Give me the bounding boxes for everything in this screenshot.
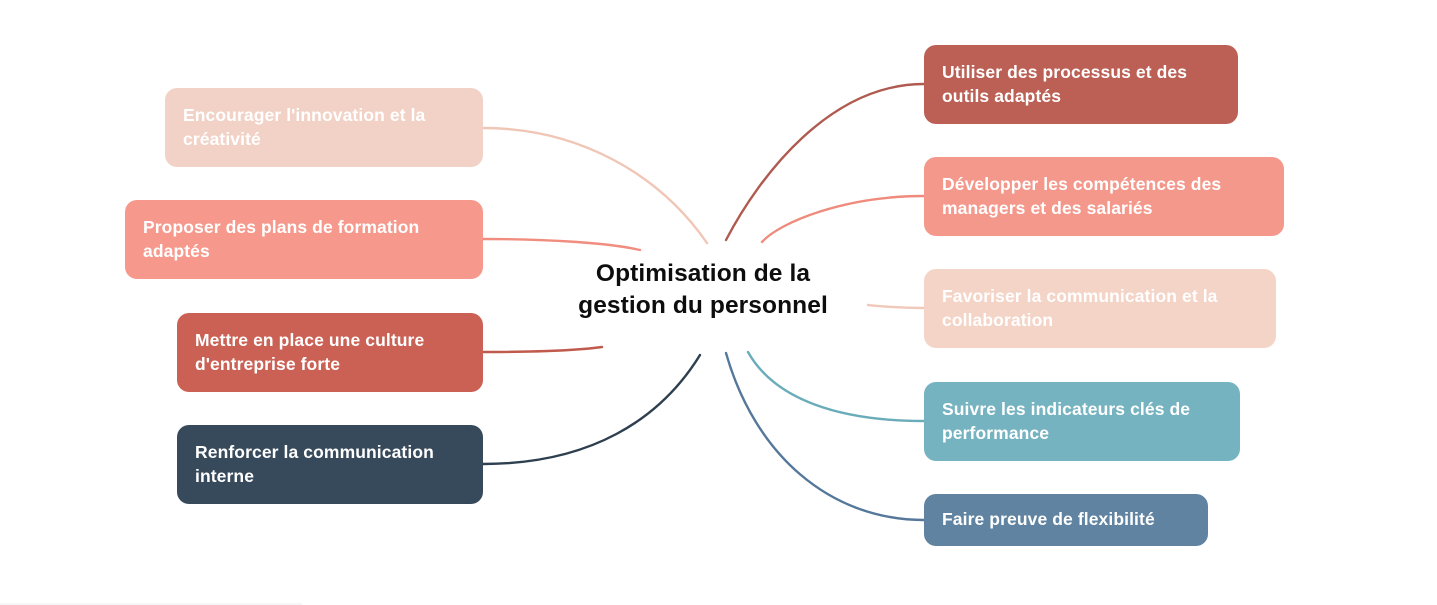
connector-culture-entreprise [481,345,604,354]
node-label: Renforcer la communication interne [195,441,434,486]
node-processus-outils[interactable]: Utiliser des processus et des outils ada… [924,45,1238,124]
node-competences-managers[interactable]: Développer les compétences des managers … [924,157,1284,236]
node-encourager-innovation[interactable]: Encourager l'innovation et la créativité [165,88,483,167]
connector-indicateurs-performance [746,350,926,423]
node-communication-interne[interactable]: Renforcer la communication interne [177,425,483,504]
node-indicateurs-performance[interactable]: Suivre les indicateurs clés de performan… [924,382,1240,461]
center-topic-title: Optimisation de la gestion du personnel [578,260,828,320]
connector-plans-formation [481,237,642,252]
node-flexibilite[interactable]: Faire preuve de flexibilité [924,494,1208,546]
node-label: Utiliser des processus et des outils ada… [942,61,1188,106]
node-label: Suivre les indicateurs clés de performan… [942,398,1191,443]
connector-processus-outils [724,82,926,242]
connector-communication-interne [481,353,702,466]
node-plans-formation[interactable]: Proposer des plans de formation adaptés [125,200,483,279]
node-label: Faire preuve de flexibilité [942,509,1155,530]
node-label: Encourager l'innovation et la créativité [183,104,426,149]
connector-competences-managers [760,194,926,244]
connector-flexibilite [724,351,926,522]
connector-encourager-innovation [481,126,709,245]
node-label: Mettre en place une culture d'entreprise… [195,329,425,374]
bottom-edge-artifact [0,603,302,605]
node-label: Favoriser la communication et la collabo… [942,285,1218,330]
connector-communication-collaboration [866,303,926,310]
node-label: Proposer des plans de formation adaptés [143,216,420,261]
node-communication-collaboration[interactable]: Favoriser la communication et la collabo… [924,269,1276,348]
node-culture-entreprise[interactable]: Mettre en place une culture d'entreprise… [177,313,483,392]
node-label: Développer les compétences des managers … [942,173,1222,218]
